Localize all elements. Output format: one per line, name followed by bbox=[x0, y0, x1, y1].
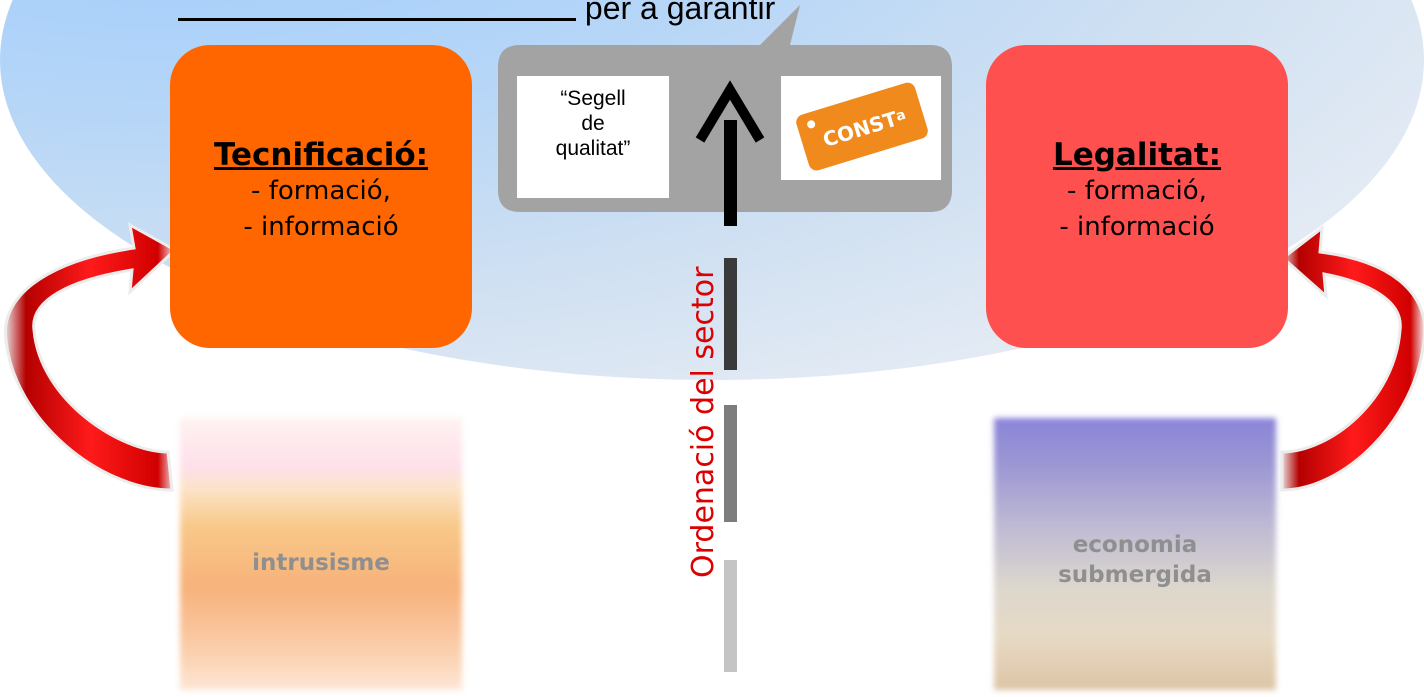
legalitat-line-2: - informació bbox=[1059, 212, 1215, 242]
header-underline bbox=[178, 0, 576, 21]
consta-logo: CONSTa bbox=[796, 82, 928, 171]
quality-seal-box: “Segell de qualitat” bbox=[517, 76, 669, 198]
tecnificacio-title: Tecnificació: bbox=[213, 137, 429, 173]
consta-logo-box: CONSTa bbox=[781, 76, 941, 180]
legalitat-card: Legalitat: - formació, - informació bbox=[986, 45, 1288, 348]
seal-line-2: de bbox=[581, 112, 605, 135]
economia-submergida-label: economia submergida bbox=[994, 530, 1276, 590]
axis-dash-dark bbox=[724, 258, 737, 370]
consta-tag-hole bbox=[807, 120, 816, 129]
tecnificacio-line-2: - informació bbox=[243, 212, 399, 242]
axis-shaft bbox=[724, 120, 737, 226]
axis-dash-mid bbox=[724, 405, 737, 522]
header-line: per a garantir bbox=[178, 0, 775, 30]
legalitat-line-1: - formació, bbox=[1067, 176, 1207, 206]
axis-dash-light bbox=[724, 560, 737, 672]
seal-line-1: “Segell bbox=[560, 87, 626, 110]
right-cycle-arrow bbox=[1280, 224, 1424, 492]
tecnificacio-card: Tecnificació: - formació, - informació bbox=[170, 45, 472, 348]
seal-line-3: qualitat” bbox=[555, 137, 631, 160]
axis-arrowhead bbox=[695, 80, 765, 143]
tecnificacio-line-1: - formació, bbox=[251, 176, 391, 206]
economia-line-1: economia bbox=[1072, 532, 1198, 558]
consta-tag-shape bbox=[796, 82, 928, 171]
axis-label-text: Ordenació del sector bbox=[686, 266, 721, 578]
intrusisme-label: intrusisme bbox=[252, 550, 390, 576]
economia-submergida-box bbox=[994, 418, 1276, 690]
economia-line-2: submergida bbox=[1058, 562, 1212, 588]
intrusisme-box bbox=[180, 418, 462, 690]
legalitat-title: Legalitat: bbox=[1052, 137, 1222, 173]
header-text: per a garantir bbox=[584, 0, 776, 26]
left-cycle-arrow bbox=[3, 222, 178, 492]
